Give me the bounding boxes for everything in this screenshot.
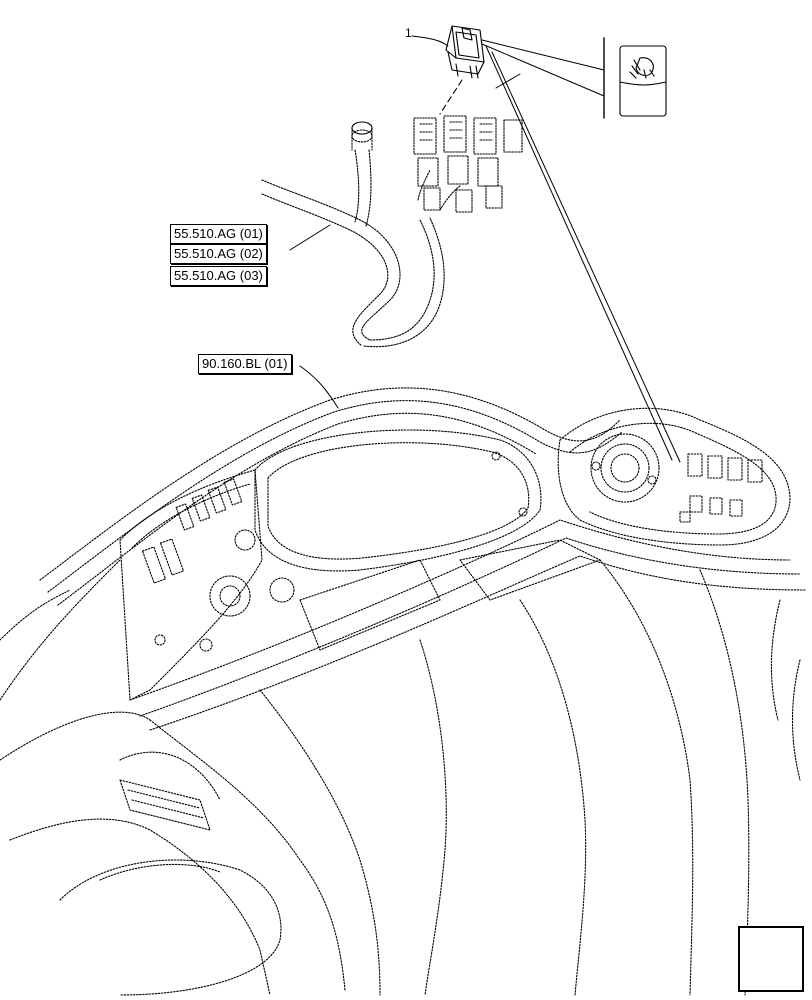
dashboard-controls [119, 433, 763, 831]
callout-part-1: 1 [405, 26, 412, 40]
leader-lines [289, 35, 681, 463]
reference-90-160-bl-01[interactable]: 90.160.BL (01) [198, 354, 292, 374]
insertion-line [439, 79, 463, 115]
dashboard-outline [0, 387, 806, 996]
reference-55-510-ag-01[interactable]: 55.510.AG (01) [170, 224, 267, 244]
switch-connectors [413, 115, 523, 213]
next-page-button[interactable] [738, 926, 804, 992]
wiring-harness [261, 149, 461, 348]
harness-connector [351, 121, 373, 151]
rocker-switch-part-1 [445, 25, 485, 79]
reference-55-510-ag-03[interactable]: 55.510.AG (03) [170, 266, 267, 286]
work-light-icon [619, 45, 667, 117]
reference-55-510-ag-02[interactable]: 55.510.AG (02) [170, 244, 267, 264]
